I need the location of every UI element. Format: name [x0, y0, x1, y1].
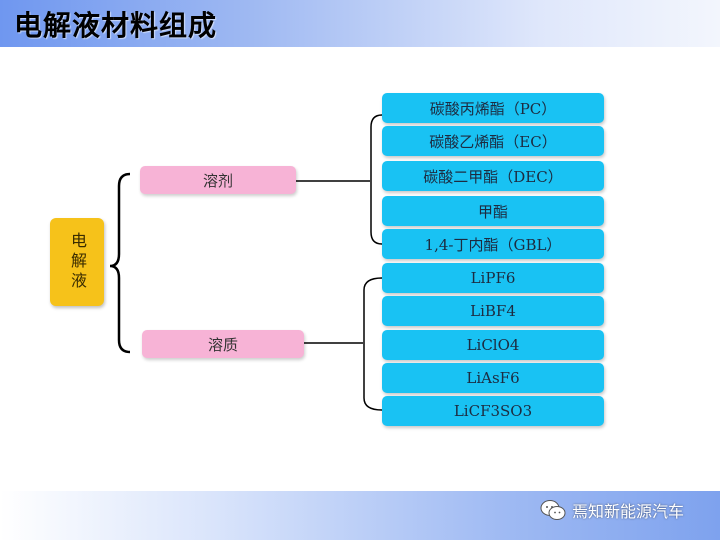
- leaf-solute-licf3so3: LiCF3SO3: [382, 396, 604, 426]
- leaf-solvent-pc: 碳酸丙烯酯（PC）: [382, 93, 604, 123]
- solute-brace: [363, 277, 383, 411]
- leaf-label: 碳酸二甲酯（DEC）: [423, 167, 563, 186]
- category-solute-label: 溶质: [207, 335, 238, 354]
- leaf-solvent-methyl-ester: 甲酯: [382, 196, 604, 226]
- wechat-icon: [540, 500, 566, 520]
- leaf-label: 碳酸乙烯酯（EC）: [429, 132, 557, 151]
- page-title: 电解液材料组成: [14, 9, 218, 42]
- leaf-label: LiClO4: [466, 336, 520, 354]
- solvent-brace: [370, 114, 383, 245]
- root-brace: [109, 172, 131, 354]
- leaf-solute-libf4: LiBF4: [382, 296, 604, 326]
- leaf-solute-liclo4: LiClO4: [382, 330, 604, 360]
- leaf-solute-lipf6: LiPF6: [382, 263, 604, 293]
- leaf-label: 1,4-丁内酯（GBL）: [424, 235, 562, 254]
- root-node-electrolyte: 电解液: [50, 218, 104, 306]
- leaf-label: LiBF4: [470, 302, 516, 320]
- leaf-solute-liasf6: LiAsF6: [382, 363, 604, 393]
- title-bar: [0, 0, 720, 47]
- category-solvent-label: 溶剂: [202, 171, 233, 190]
- category-solute: 溶质: [142, 330, 304, 358]
- leaf-solvent-dec: 碳酸二甲酯（DEC）: [382, 161, 604, 191]
- leaf-solvent-ec: 碳酸乙烯酯（EC）: [382, 126, 604, 156]
- leaf-label: LiCF3SO3: [453, 402, 533, 420]
- leaf-solvent-gbl: 1,4-丁内酯（GBL）: [382, 229, 604, 259]
- root-label: 电解液: [68, 232, 87, 292]
- leaf-label: LiAsF6: [466, 369, 520, 387]
- footer-brand: 焉知新能源汽车: [572, 502, 685, 521]
- category-solvent: 溶剂: [140, 166, 296, 194]
- leaf-label: 甲酯: [477, 202, 508, 221]
- leaf-label: LiPF6: [470, 269, 516, 287]
- footer-bar: [0, 491, 720, 540]
- leaf-label: 碳酸丙烯酯（PC）: [429, 99, 557, 118]
